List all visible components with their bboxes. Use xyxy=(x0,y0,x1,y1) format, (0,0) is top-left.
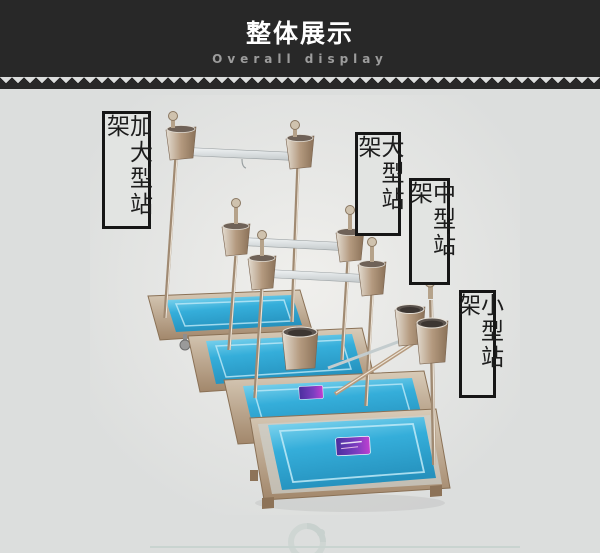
base-leg xyxy=(430,485,442,497)
label-text-extra-large: 加大型站架 xyxy=(102,114,152,218)
stand-small xyxy=(249,276,451,509)
finial-knob xyxy=(257,230,267,240)
header-banner: 整体展示 Overall display xyxy=(0,0,600,77)
tray xyxy=(206,334,363,384)
footer-divider xyxy=(150,546,520,548)
zigzag-divider xyxy=(0,77,600,89)
label-text-medium: 中型站架 xyxy=(405,181,455,259)
label-box-extra-large: 加大型站架 xyxy=(102,111,152,229)
brand-sticker xyxy=(335,435,371,457)
label-text-small: 小型站架 xyxy=(453,293,503,371)
hanging-hook xyxy=(241,158,247,169)
page-subtitle: Overall display xyxy=(212,52,388,66)
stand-extra-large xyxy=(147,111,315,351)
finial-knob xyxy=(345,205,355,215)
base-leg xyxy=(262,497,274,509)
finial-knob xyxy=(290,120,300,130)
product-photo xyxy=(90,95,520,553)
caster-wheel xyxy=(179,339,191,351)
label-text-large: 大型站架 xyxy=(354,135,403,213)
swirl-watermark-icon xyxy=(288,523,326,553)
base-leg xyxy=(250,470,258,481)
label-box-medium: 中型站架 xyxy=(405,178,455,285)
finial-knob xyxy=(231,198,241,208)
page-title: 整体展示 xyxy=(245,19,354,48)
finial-knob xyxy=(367,237,377,247)
label-box-large: 大型站架 xyxy=(354,132,403,236)
brand-sticker xyxy=(298,385,324,400)
finial-knob xyxy=(168,111,178,121)
label-box-small: 小型站架 xyxy=(454,290,503,398)
